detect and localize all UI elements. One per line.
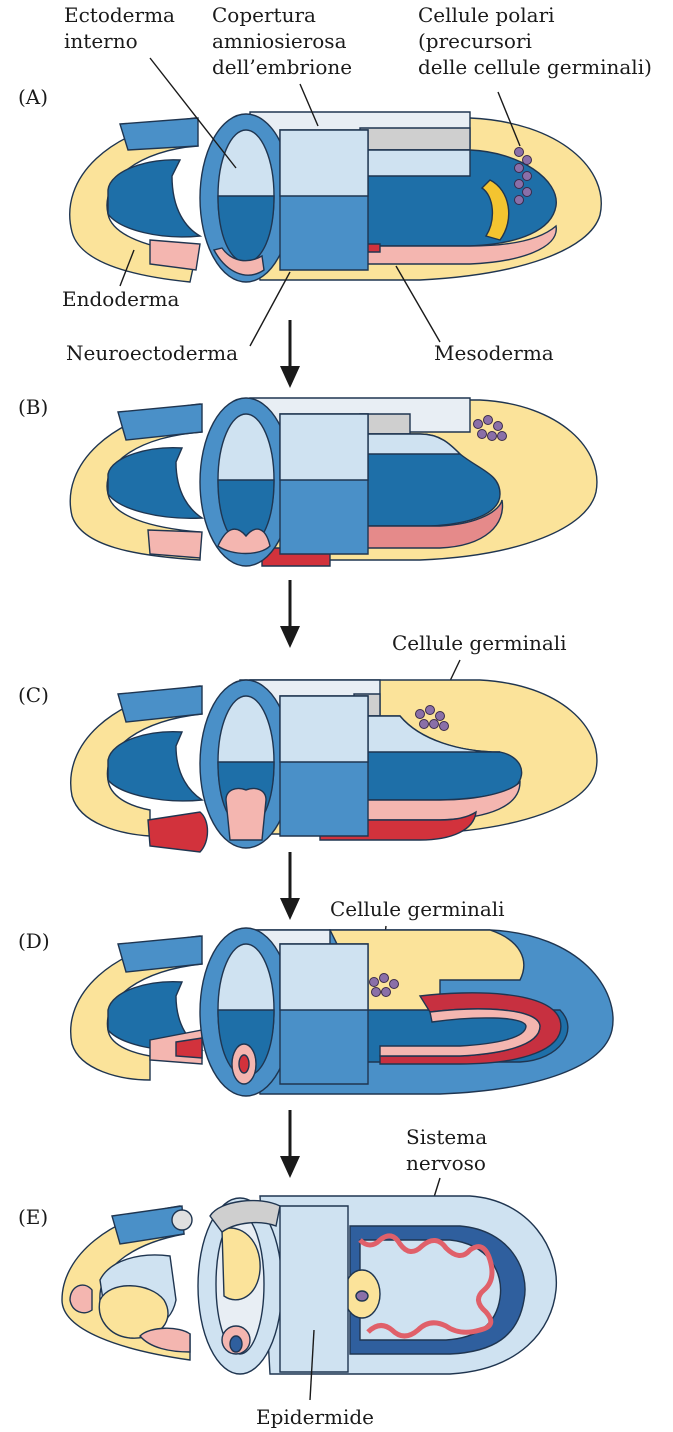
label-mesoderma: Mesoderma — [434, 341, 554, 365]
stage-c-left-ectoderm — [118, 686, 202, 722]
arrow-d-e — [280, 1110, 300, 1178]
stage-b-left-endoderm — [148, 530, 202, 558]
stage-d-left-gut-red — [176, 1038, 202, 1058]
stage-b-left-ectoderm — [118, 404, 202, 440]
stage-d-front-band-light — [280, 944, 368, 1010]
stage-a-right-cover — [360, 128, 470, 150]
stage-b: (B) — [18, 395, 597, 566]
stage-d: Cellule germinali (D) — [18, 897, 613, 1096]
stage-e-left-cap — [172, 1210, 192, 1230]
label-neuroectoderma: Neuroectoderma — [66, 341, 238, 365]
label-cellule-germinali-c: Cellule germinali — [392, 631, 567, 655]
panel-label-c: (C) — [18, 683, 49, 707]
label-epidermide: Epidermide — [256, 1405, 374, 1429]
stage-c: Cellule germinali (C) — [18, 631, 597, 852]
stage-e-germ-cell — [356, 1291, 368, 1301]
stage-e-front-gut-lumen — [230, 1336, 242, 1352]
stage-d-gut-lumen — [239, 1055, 249, 1073]
stage-a-front-band-light — [280, 130, 368, 196]
arrow-a-b — [280, 320, 300, 388]
panel-label-b: (B) — [18, 395, 48, 419]
stage-c-front-fold — [226, 788, 266, 840]
stage-c-left-meso — [148, 812, 208, 852]
label-endoderma: Endoderma — [62, 287, 179, 311]
panel-label-e: (E) — [18, 1205, 48, 1229]
panel-label-d: (D) — [18, 929, 50, 953]
stage-b-front-band-light — [280, 414, 368, 480]
stage-a-left-endoderm — [150, 240, 200, 270]
stage-a-left-ectoderm — [120, 118, 198, 150]
stage-e-front-band — [280, 1206, 348, 1372]
stage-c-front-band-light — [280, 696, 368, 762]
arrow-b-c — [280, 580, 300, 648]
stage-d-left-ectoderm — [118, 936, 202, 972]
stage-e-left-pink — [70, 1285, 92, 1313]
panel-label-a: (A) — [18, 85, 48, 109]
leader-neuroectoderma — [250, 272, 290, 346]
stage-b-left-inner — [108, 448, 202, 519]
label-cellule-germinali-d: Cellule germinali — [330, 897, 505, 921]
arrow-c-d — [280, 852, 300, 920]
